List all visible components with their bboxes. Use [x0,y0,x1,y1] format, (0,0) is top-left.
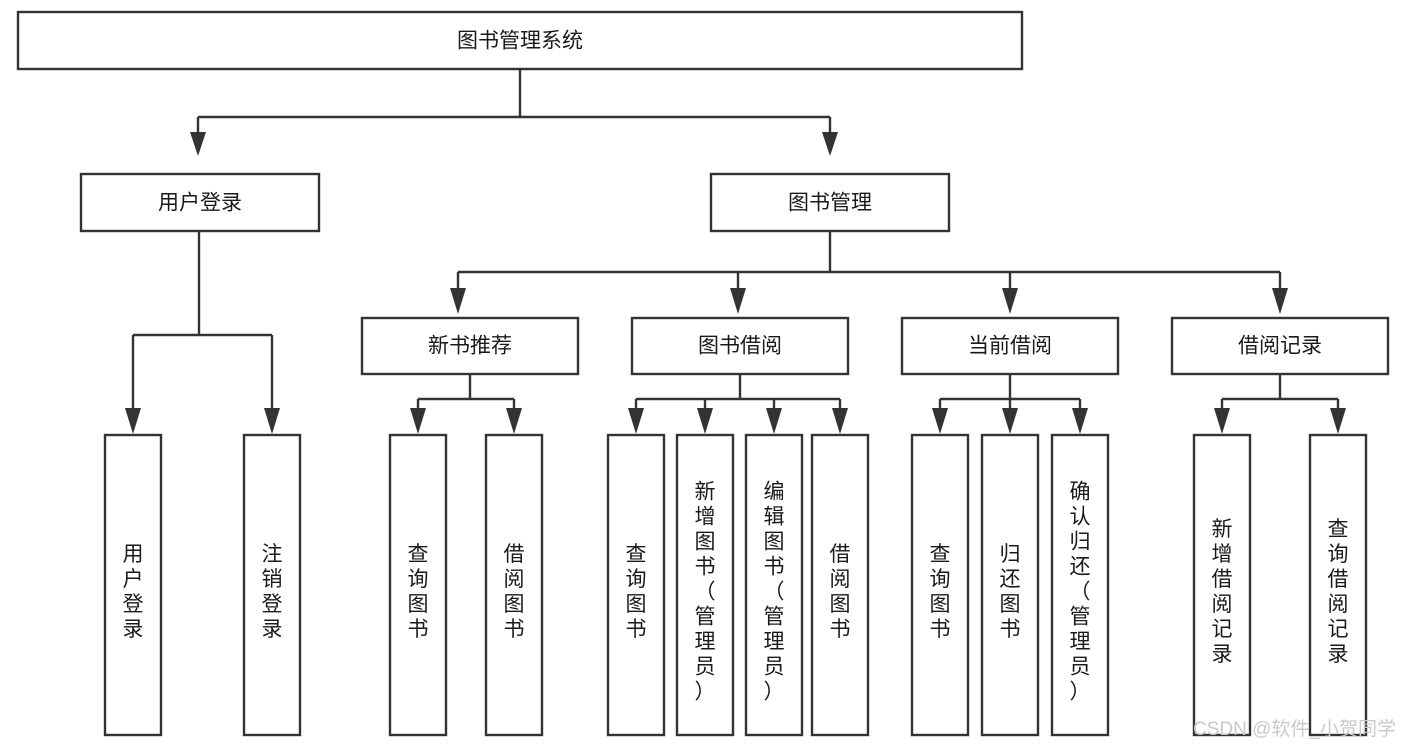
leaf-logout-label: 注销登录 [262,543,283,641]
connector-book-manage-to-level3 [450,231,1288,314]
leaf-borrow-book-2-label: 借阅图书 [830,543,851,641]
connectors-layer [125,69,1346,434]
watermark: CSDN @软件_小贺同学 [1193,718,1396,740]
connector-borrow-record-to-leaves [1214,374,1346,434]
node-new-book-recommend-label: 新书推荐 [428,335,512,358]
leaf-borrow-book-1-label: 借阅图书 [504,543,525,641]
node-book-borrow-label: 图书借阅 [698,335,782,358]
connector-new-book-recommend-to-leaves [410,374,522,434]
leaf-borrow-book-2[interactable]: 借阅图书 [810,433,870,737]
leaf-borrow-book-1[interactable]: 借阅图书 [484,433,544,737]
leaf-add-record-label: 新增借阅记录 [1212,518,1233,666]
node-user-login-label: 用户登录 [158,192,242,215]
node-root[interactable]: 图书管理系统 [16,10,1024,71]
connector-user-login-to-leaves [125,231,280,434]
leaf-query-book-1[interactable]: 查询图书 [388,433,448,737]
node-book-manage[interactable]: 图书管理 [709,172,951,233]
leaf-edit-book[interactable]: 编辑图书（管理员） [744,433,804,737]
node-user-login[interactable]: 用户登录 [79,172,321,233]
node-book-manage-label: 图书管理 [788,192,872,215]
leaf-confirm-return[interactable]: 确认归还（管理员） [1050,433,1110,737]
leaf-query-book-2-label: 查询图书 [626,543,647,641]
leaf-confirm-return-label: 确认归还（管理员） [1070,480,1091,703]
node-current-borrow-label: 当前借阅 [968,335,1052,358]
connector-current-borrow-to-leaves [932,374,1088,434]
node-root-label: 图书管理系统 [457,30,583,53]
leaf-query-book-1-label: 查询图书 [408,543,429,641]
leaf-query-record-label: 查询借阅记录 [1328,518,1349,666]
leaf-return-book[interactable]: 归还图书 [980,433,1040,737]
connector-book-borrow-to-leaves [628,374,848,434]
leaf-query-book-3[interactable]: 查询图书 [910,433,970,737]
node-book-borrow[interactable]: 图书借阅 [630,316,850,376]
leaf-logout[interactable]: 注销登录 [242,433,302,737]
leaf-return-book-label: 归还图书 [1000,543,1021,641]
leaf-edit-book-label: 编辑图书（管理员） [764,480,785,703]
leaf-add-book-label: 新增图书（管理员） [695,480,716,703]
node-new-book-recommend[interactable]: 新书推荐 [360,316,580,376]
leaf-query-book-2[interactable]: 查询图书 [606,433,666,737]
leaf-add-record[interactable]: 新增借阅记录 [1192,433,1252,737]
leaf-user-login[interactable]: 用户登录 [103,433,163,737]
leaf-user-login-label: 用户登录 [123,543,144,641]
node-current-borrow[interactable]: 当前借阅 [900,316,1120,376]
leaf-query-book-3-label: 查询图书 [930,543,951,641]
leaf-query-record[interactable]: 查询借阅记录 [1308,433,1368,737]
node-borrow-record-label: 借阅记录 [1238,335,1322,358]
node-borrow-record[interactable]: 借阅记录 [1170,316,1390,376]
connector-root-to-level2 [190,69,838,156]
leaf-add-book[interactable]: 新增图书（管理员） [675,433,735,737]
